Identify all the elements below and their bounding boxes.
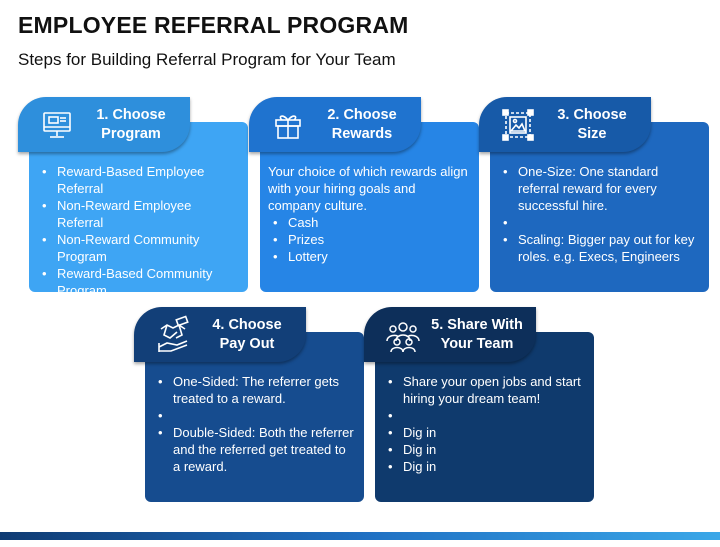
image-resize-icon — [495, 102, 541, 148]
bullet-list: Share your open jobs and start hiring yo… — [383, 373, 586, 475]
card-header: 2. Choose Rewards — [249, 97, 421, 152]
card-heading: 3. Choose Size — [541, 106, 651, 144]
list-spacer — [498, 214, 701, 231]
list-item: One-Sided: The referrer gets treated to … — [153, 373, 356, 407]
card-intro: Your choice of which rewards align with … — [268, 164, 468, 213]
list-item: Reward-Based Employee Referral — [37, 163, 240, 197]
team-icon — [380, 312, 426, 358]
list-item: Cash — [268, 214, 471, 231]
card-heading: 5. Share With Your Team — [426, 316, 536, 354]
list-item: Non-Reward Community Program — [37, 231, 240, 265]
step-card-choose-pay-out: One-Sided: The referrer gets treated to … — [134, 307, 364, 547]
handshake-money-icon — [150, 312, 196, 358]
list-item: Share your open jobs and start hiring yo… — [383, 373, 586, 407]
list-item: Prizes — [268, 231, 471, 248]
list-item: Double-Sided: Both the referrer and the … — [153, 424, 356, 475]
bullet-list: Reward-Based Employee Referral Non-Rewar… — [37, 163, 240, 299]
card-heading: 2. Choose Rewards — [311, 106, 421, 144]
heading-line: 2. Choose — [327, 106, 397, 123]
bullet-list: One-Sided: The referrer gets treated to … — [153, 373, 356, 475]
bullet-list: Cash Prizes Lottery — [268, 214, 471, 265]
step-card-share-with-team: Share your open jobs and start hiring yo… — [364, 307, 594, 547]
heading-line: Size — [577, 125, 607, 142]
card-heading: 1. Choose Program — [80, 106, 190, 144]
bottom-accent-bar — [0, 532, 720, 540]
list-item: Reward-Based Community Program — [37, 265, 240, 299]
heading-line: 5. Share With — [431, 316, 523, 333]
bullet-list: One-Size: One standard referral reward f… — [498, 163, 701, 265]
step-card-choose-program: Reward-Based Employee Referral Non-Rewar… — [18, 97, 248, 337]
computer-icon — [34, 102, 80, 148]
list-item: Dig in — [383, 441, 586, 458]
card-header: 5. Share With Your Team — [364, 307, 536, 362]
card-header: 4. Choose Pay Out — [134, 307, 306, 362]
list-item: Scaling: Bigger pay out for key roles. e… — [498, 231, 701, 265]
list-spacer — [153, 407, 356, 424]
card-body: One-Size: One standard referral reward f… — [490, 122, 709, 292]
page-title: EMPLOYEE REFERRAL PROGRAM — [18, 12, 409, 38]
step-card-choose-rewards: Your choice of which rewards align with … — [249, 97, 479, 337]
list-item: Dig in — [383, 424, 586, 441]
card-header: 3. Choose Size — [479, 97, 651, 152]
list-item: Dig in — [383, 458, 586, 475]
gift-box-icon — [265, 102, 311, 148]
card-heading: 4. Choose Pay Out — [196, 316, 306, 354]
heading-line: Rewards — [331, 125, 393, 142]
heading-line: 4. Choose — [212, 316, 282, 333]
heading-line: 3. Choose — [557, 106, 627, 123]
list-item: Lottery — [268, 248, 471, 265]
heading-line: 1. Choose — [96, 106, 166, 123]
heading-line: Pay Out — [219, 335, 275, 352]
step-card-choose-size: One-Size: One standard referral reward f… — [479, 97, 709, 337]
card-header: 1. Choose Program — [18, 97, 190, 152]
list-item: Non-Reward Employee Referral — [37, 197, 240, 231]
list-item: One-Size: One standard referral reward f… — [498, 163, 701, 214]
list-spacer — [383, 407, 586, 424]
heading-line: Program — [101, 125, 161, 142]
heading-line: Your Team — [440, 335, 514, 352]
page-subtitle: Steps for Building Referral Program for … — [18, 50, 396, 69]
